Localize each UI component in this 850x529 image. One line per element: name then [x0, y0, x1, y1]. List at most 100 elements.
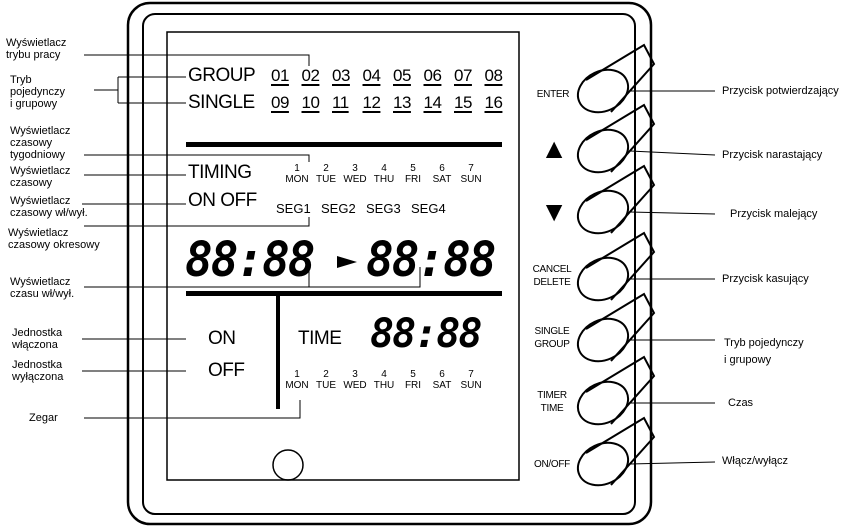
group-number-03: 03	[332, 66, 350, 85]
single-number-15: 15	[454, 93, 472, 112]
leader-clock	[84, 400, 301, 419]
timing-label: TIMING	[188, 162, 252, 183]
label-time: Czas	[728, 397, 754, 409]
enter-button[interactable]: ENTER	[536, 89, 570, 100]
single-number-14: 14	[423, 93, 442, 112]
label-mode-display: Wyświetlacz trybu pracy	[6, 37, 67, 61]
single-number-10: 10	[301, 93, 320, 112]
group-number-04: 04	[362, 66, 381, 85]
leader-weekly	[84, 154, 310, 162]
down-arrow-icon[interactable]: ▼	[540, 196, 568, 227]
day-number: 3	[352, 369, 358, 380]
button-single-group-shape	[576, 292, 656, 363]
button-cancel-shape	[576, 231, 656, 302]
day-number: 5	[410, 369, 416, 380]
round-indicator	[272, 449, 304, 481]
single-number-12: 12	[362, 93, 381, 112]
group-number-06: 06	[423, 66, 442, 85]
day-number: 2	[323, 369, 329, 380]
up-arrow-icon[interactable]: ▲	[540, 133, 568, 164]
controller-outer-frame	[126, 1, 653, 526]
single-number-09: 09	[271, 93, 289, 112]
separator-vertical	[276, 296, 280, 409]
day-name: WED	[343, 380, 367, 391]
segment-seg3: SEG3	[366, 201, 401, 216]
label-onoff-time-display: Wyświetlacz czasu wł/wył.	[10, 276, 75, 300]
onoff-button[interactable]: ON/OFF	[534, 459, 570, 470]
day-number: 4	[381, 369, 387, 380]
day-name: FRI	[404, 380, 422, 391]
day-number: 6	[439, 369, 445, 380]
label-onoff: Włącz/wyłącz	[722, 455, 789, 467]
lcd-screen	[166, 31, 520, 481]
button-timer-shape	[576, 355, 656, 426]
single-group-button[interactable]: SINGLE GROUP	[534, 326, 570, 350]
day-number: 4	[381, 163, 387, 174]
leader-onoff-time	[84, 267, 421, 288]
segment-seg4: SEG4	[411, 201, 446, 216]
day-name: TUE	[316, 174, 336, 185]
label-unit-on: Jednostka włączona	[12, 327, 63, 351]
onoff-label: ON OFF	[188, 190, 257, 211]
label-weekly-display: Wyświetlacz czasowy tygodniowy	[10, 125, 71, 161]
day-name: THU	[373, 174, 395, 185]
timer-time-button[interactable]: TIMER TIME	[537, 390, 567, 414]
on-label: ON	[208, 328, 236, 349]
day-name: SAT	[432, 380, 452, 391]
single-label: SINGLE	[188, 92, 255, 113]
segment-seg1: SEG1	[276, 201, 311, 216]
group-number-08: 08	[484, 66, 503, 85]
day-name: SUN	[460, 380, 482, 391]
day-name: FRI	[404, 174, 422, 185]
day-name: SUN	[460, 174, 482, 185]
clock-digits: 88:88	[370, 311, 482, 357]
leader-onoff	[629, 461, 716, 465]
time-label: TIME	[298, 328, 342, 349]
day-number: 1	[294, 369, 300, 380]
label-cancel: Przycisk kasujący	[722, 273, 809, 285]
segment-seg2: SEG2	[321, 201, 356, 216]
leader-mode-display	[84, 54, 310, 66]
label-clock: Zegar	[29, 412, 58, 424]
leader-increase	[629, 150, 716, 156]
day-number: 5	[410, 163, 416, 174]
day-number: 2	[323, 163, 329, 174]
cancel-delete-button[interactable]: CANCEL DELETE	[532, 264, 572, 288]
day-number: 1	[294, 163, 300, 174]
label-confirm: Przycisk potwierdzający	[722, 85, 839, 97]
label-onoff-timing-display: Wyświetlacz czasowy wł/wył.	[10, 195, 88, 219]
label-decrease: Przycisk malejący	[730, 208, 818, 220]
range-start-digits: 88:88	[185, 230, 315, 288]
label-single-group-mode: Tryb pojedynczy i grupowy	[10, 74, 66, 110]
button-up-shape	[576, 103, 656, 174]
group-number-02: 02	[301, 66, 320, 85]
day-number: 7	[468, 369, 474, 380]
range-end-digits: 88:88	[366, 230, 496, 288]
button-onoff-shape	[576, 416, 656, 487]
day-number: 3	[352, 163, 358, 174]
button-enter-shape	[576, 43, 656, 114]
label-timing-display: Wyświetlacz czasowy	[10, 165, 71, 189]
day-name: TUE	[316, 380, 336, 391]
day-number: 7	[468, 163, 474, 174]
group-number-01: 01	[271, 66, 289, 85]
day-name: MON	[285, 174, 309, 185]
button-down-shape	[576, 164, 656, 235]
leader-periodic	[84, 217, 310, 227]
range-arrow-icon	[337, 256, 357, 268]
single-number-16: 16	[484, 93, 503, 112]
